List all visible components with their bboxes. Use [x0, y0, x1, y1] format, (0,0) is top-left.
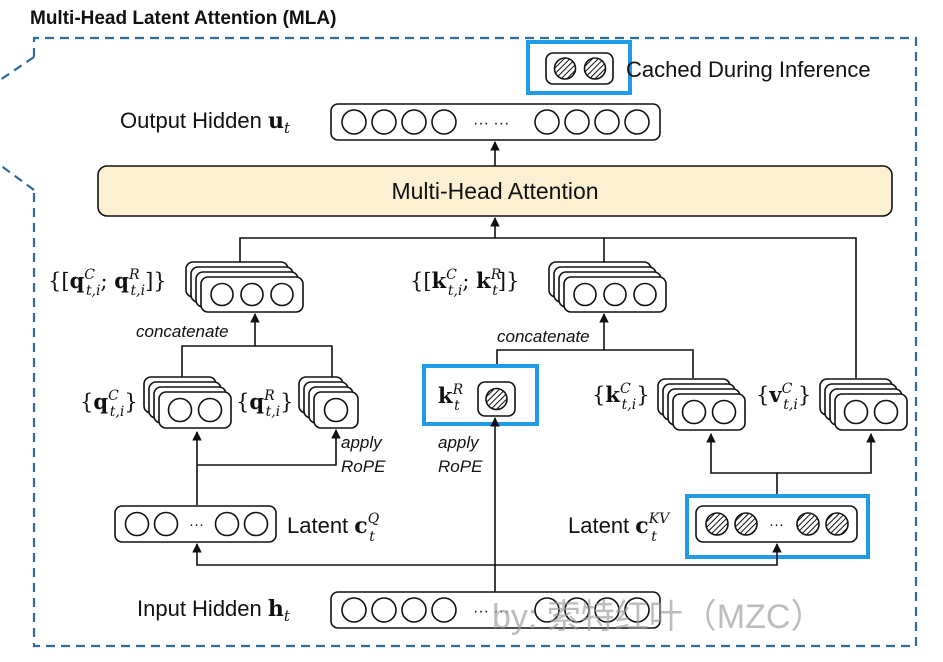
vc-node — [873, 399, 899, 425]
multi-head-attention-label: Multi-Head Attention — [391, 178, 598, 204]
input-node — [431, 597, 457, 623]
latent-q-node — [243, 511, 269, 537]
input-node — [401, 597, 427, 623]
qc-stack — [143, 376, 232, 429]
latent-q-ellipsis: ··· — [189, 516, 204, 533]
input-node — [371, 597, 397, 623]
dashed-callout-top — [0, 56, 35, 81]
diagram-title: Multi-Head Latent Attention (MLA) — [30, 8, 336, 29]
output-node — [371, 109, 397, 135]
output-node — [594, 109, 620, 135]
q-concat-node — [240, 282, 264, 307]
q-split-lines — [181, 345, 333, 378]
k-concat-node — [573, 282, 597, 307]
latent-kv-nodes — [705, 512, 849, 536]
kr-cached-node — [485, 387, 508, 411]
k-concat-node — [603, 282, 627, 307]
multi-head-attention-block — [97, 165, 893, 217]
input-node — [564, 597, 590, 623]
latent-kv-ellipsis: ··· — [769, 516, 784, 533]
output-node — [624, 109, 650, 135]
latent-kv-cached-node — [705, 512, 729, 536]
output-ellipsis: ··· ··· — [473, 115, 509, 132]
k-split-lines — [496, 349, 694, 378]
latent-q-node — [214, 511, 240, 537]
input-hidden-label: Input Hidden ht — [137, 596, 291, 625]
dashed-region-border — [32, 36, 918, 648]
output-hidden-label: Output Hidden ut — [120, 108, 291, 137]
output-node — [534, 109, 560, 135]
latentq-to-qr-line — [197, 429, 341, 466]
legend-cached-node — [583, 57, 607, 80]
watermark-text: by: 索特红叶（MZC） — [492, 598, 824, 636]
qc-node — [167, 397, 193, 423]
output-node — [431, 109, 457, 135]
legend-highlight — [526, 40, 632, 95]
input-node — [594, 597, 620, 623]
output-node — [401, 109, 427, 135]
vc-stack — [819, 378, 908, 431]
q-rope-label: RoPE — [341, 457, 386, 476]
q-concat-node — [210, 282, 234, 307]
output-node — [564, 109, 590, 135]
output-node — [341, 109, 367, 135]
k-apply-label: apply — [438, 433, 480, 452]
latentkv-to-vc-line — [777, 433, 876, 474]
latent-q-node — [124, 511, 150, 537]
input-node — [624, 597, 650, 623]
legend-cached-node — [553, 57, 577, 80]
k-concat-stack — [548, 261, 667, 313]
vc-node — [843, 399, 869, 425]
kc-stack — [657, 378, 746, 431]
qr-node — [323, 397, 349, 423]
kc-node — [711, 399, 737, 425]
attention-input-lines — [239, 237, 857, 378]
input-nodes — [341, 597, 650, 623]
k-concatenate-label: concatenate — [497, 327, 590, 346]
input-to-latentkv-line — [495, 543, 782, 566]
dashed-callout-bottom — [0, 164, 35, 191]
qc-node — [197, 397, 223, 423]
legend-label: Cached During Inference — [626, 57, 871, 82]
input-node — [534, 597, 560, 623]
latent-kv-cached-node — [796, 512, 820, 536]
kr-cached-highlight — [422, 364, 539, 426]
q-concatenate-label: concatenate — [136, 322, 229, 341]
latent-q-nodes — [124, 511, 269, 537]
input-node — [341, 597, 367, 623]
output-nodes — [341, 109, 650, 135]
latent-kv-cached-node — [825, 512, 849, 536]
latent-kv-vector — [695, 505, 858, 543]
k-rope-label: RoPE — [438, 457, 483, 476]
latent-q-node — [153, 511, 179, 537]
latentkv-split-lines — [706, 433, 778, 496]
kc-node — [681, 399, 707, 425]
k-concat-node — [633, 282, 657, 307]
latent-q-vector — [114, 505, 277, 543]
q-apply-label: apply — [341, 433, 383, 452]
qr-stack — [298, 376, 359, 429]
q-concat-node — [270, 282, 294, 307]
q-concat-stack — [185, 261, 304, 313]
latent-kv-cached-node — [734, 512, 758, 536]
input-to-latents-line — [192, 543, 496, 592]
input-ellipsis: ··· ··· — [473, 603, 509, 620]
